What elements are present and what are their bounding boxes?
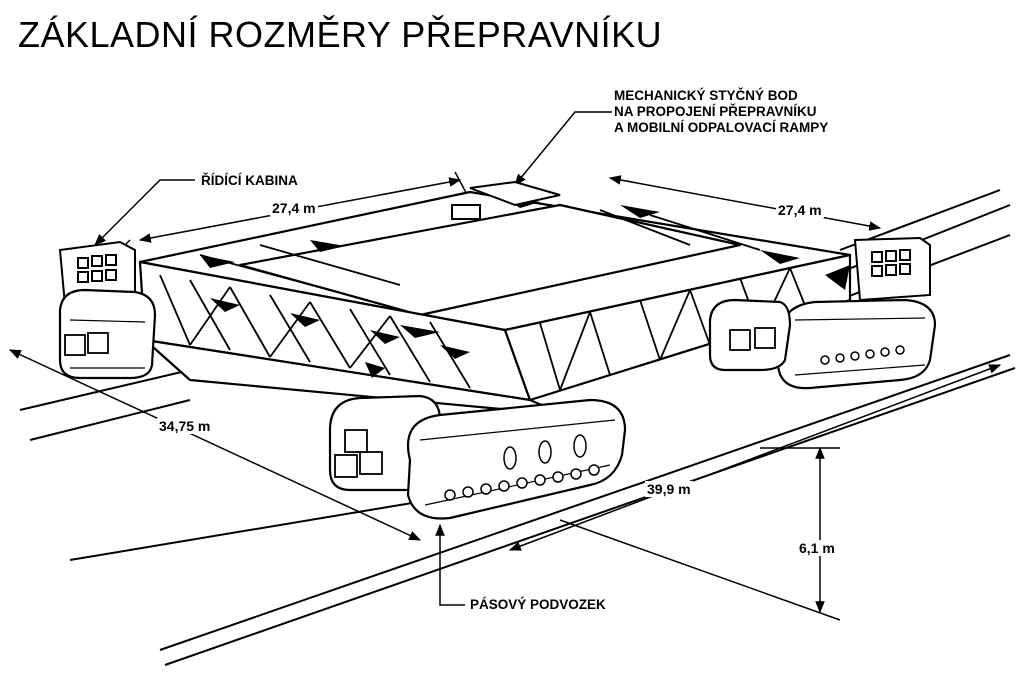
dimension-width-left: 27,4 m [270,200,318,216]
control-cabin-left [58,240,136,307]
truss-members [159,209,811,391]
label-mechanical-point-line2: NA PROPOJENÍ PŘEPRAVNÍKU [614,104,817,119]
gusset-plates [200,195,850,378]
dimension-height: 6,1 m [797,540,837,556]
control-cabin-right [853,236,931,302]
track-hubs [64,327,776,478]
dimension-width-right-line [608,175,882,231]
crawler-tracks [58,288,937,520]
page-title: ZÁKLADNÍ ROZMĚRY PŘEPRAVNÍKU [18,14,663,55]
label-mechanical-point-line1: MECHANICKÝ STYČNÝ BOD [614,88,798,103]
crawler-body [138,190,852,417]
dimension-length: 39,9 m [645,481,693,497]
road-wheels [444,345,905,501]
label-crawler-track: PÁSOVÝ PODVOZEK [470,597,606,612]
label-control-cabin: ŘÍDÍCÍ KABINA [201,173,298,188]
leader-lines [94,111,612,606]
dimension-width-track: 34,75 m [157,418,213,434]
dimension-width-track-line [8,349,422,541]
jacking-point [451,180,561,220]
dimension-length-line [508,364,1002,551]
dimension-width-right: 27,4 m [776,202,824,218]
label-mechanical-point-line3: A MOBILNÍ ODPALOVACÍ RAMPY [614,120,829,135]
